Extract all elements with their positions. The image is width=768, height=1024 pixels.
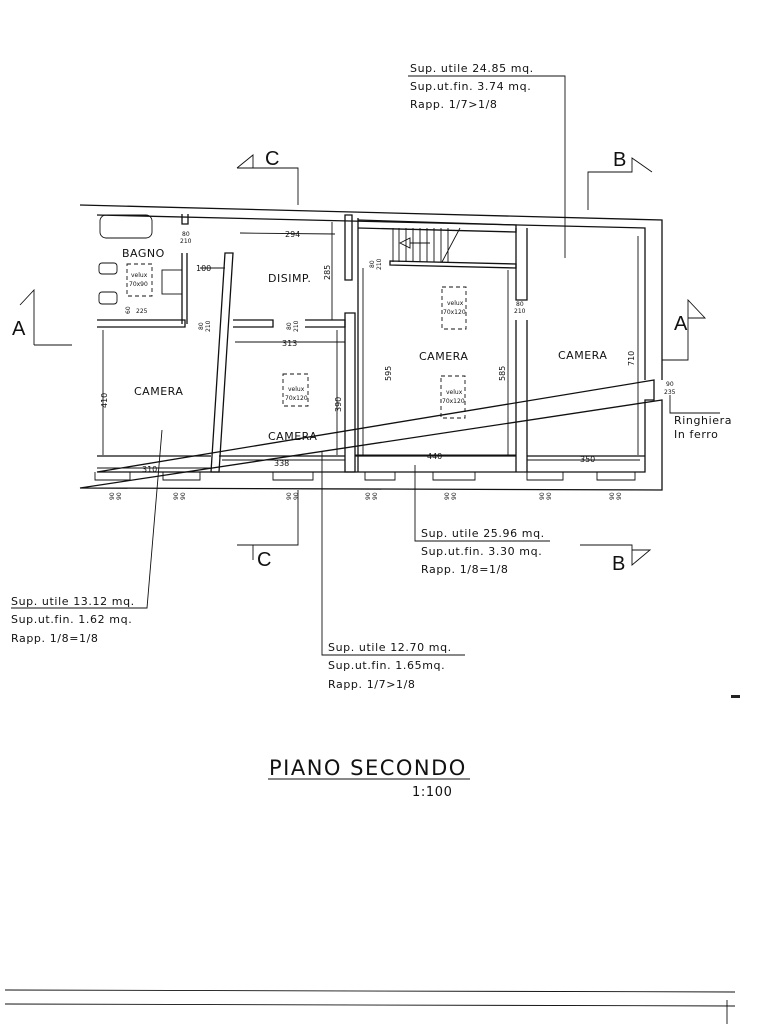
svg-text:90: 90 — [372, 492, 379, 500]
svg-text:90: 90 — [365, 492, 372, 500]
svg-text:90: 90 — [180, 492, 187, 500]
svg-text:80: 80 — [369, 260, 376, 268]
svg-text:90: 90 — [293, 492, 300, 500]
velux-label: velux — [288, 386, 305, 393]
velux-size: 70x120 — [442, 398, 465, 405]
svg-text:90: 90 — [173, 492, 180, 500]
annotation-top-right: Sup. utile 24.85 mq. Sup.ut.fin. 3.74 mq… — [410, 62, 534, 111]
svg-text:Sup.ut.fin. 1.62 mq.: Sup.ut.fin. 1.62 mq. — [11, 613, 132, 626]
room-label-camera-2: CAMERA — [268, 430, 317, 443]
section-c-top: C — [265, 148, 279, 170]
dimension-lines — [97, 222, 640, 469]
dim-60: 60 — [125, 306, 132, 314]
velux-size: 70x120 — [443, 309, 466, 316]
velux-size: 70x90 — [129, 281, 148, 288]
svg-text:210: 210 — [180, 238, 192, 245]
svg-text:Sup.ut.fin. 3.30 mq.: Sup.ut.fin. 3.30 mq. — [421, 545, 542, 558]
staircase — [392, 227, 461, 263]
room-label-camera-1: CAMERA — [134, 385, 183, 398]
svg-text:90: 90 — [451, 492, 458, 500]
room-label-disimp: DISIMP. — [268, 272, 311, 285]
velux-windows — [126, 263, 467, 419]
section-c-bottom: C — [257, 549, 271, 571]
section-markers — [19, 154, 707, 566]
svg-text:210: 210 — [514, 308, 526, 315]
outer-walls — [79, 204, 663, 491]
dim-410: 410 — [100, 393, 109, 408]
svg-text:90: 90 — [666, 381, 674, 388]
bottom-frame-lines — [4, 989, 736, 1024]
svg-text:Rapp. 1/7>1/8: Rapp. 1/7>1/8 — [328, 678, 416, 691]
sink-icon — [161, 269, 183, 295]
svg-text:90: 90 — [116, 492, 123, 500]
scan-mark — [731, 695, 740, 698]
svg-text:90: 90 — [109, 492, 116, 500]
section-a-right: A — [674, 313, 688, 335]
room-label-bagno: BAGNO — [122, 247, 165, 260]
svg-text:90: 90 — [286, 492, 293, 500]
svg-text:Sup. utile 24.85 mq.: Sup. utile 24.85 mq. — [410, 62, 534, 75]
svg-text:210: 210 — [293, 320, 300, 332]
velux-label: velux — [446, 389, 463, 396]
dim-710: 710 — [627, 351, 636, 366]
bidet-icon — [98, 262, 118, 275]
svg-text:90: 90 — [616, 492, 623, 500]
dim-585: 585 — [498, 366, 507, 381]
dim-595: 595 — [384, 366, 393, 381]
annotation-left: Sup. utile 13.12 mq. Sup.ut.fin. 1.62 mq… — [11, 595, 135, 645]
dim-225: 225 — [136, 308, 148, 315]
svg-text:Sup. utile 12.70 mq.: Sup. utile 12.70 mq. — [328, 641, 452, 654]
toilet-icon — [98, 291, 118, 305]
svg-text:80: 80 — [286, 322, 293, 330]
stair-arrow-icon — [398, 237, 430, 249]
dim-285: 285 — [323, 265, 332, 280]
dim-440: 440 — [427, 452, 442, 461]
plan-title: PIANO SECONDO — [269, 756, 467, 780]
svg-text:210: 210 — [205, 320, 212, 332]
dim-338: 338 — [274, 459, 289, 468]
velux-size: 70x120 — [285, 395, 308, 402]
interior-walls — [97, 214, 645, 473]
svg-text:Sup.ut.fin. 1.65mq.: Sup.ut.fin. 1.65mq. — [328, 659, 445, 672]
svg-text:80: 80 — [198, 322, 205, 330]
svg-text:Sup. utile 25.96 mq.: Sup. utile 25.96 mq. — [421, 527, 545, 540]
svg-text:210: 210 — [376, 258, 383, 270]
svg-text:Rapp. 1/8=1/8: Rapp. 1/8=1/8 — [11, 632, 99, 645]
annotation-center: Sup. utile 12.70 mq. Sup.ut.fin. 1.65mq.… — [328, 641, 452, 691]
svg-text:90: 90 — [609, 492, 616, 500]
room-label-camera-4: CAMERA — [558, 349, 607, 362]
svg-text:90: 90 — [539, 492, 546, 500]
velux-label: velux — [447, 300, 464, 307]
section-a-left: A — [12, 318, 26, 340]
svg-text:80: 80 — [182, 231, 190, 238]
room-label-camera-3: CAMERA — [419, 350, 468, 363]
leader-lines — [11, 75, 720, 656]
svg-text:90: 90 — [546, 492, 553, 500]
section-b-top: B — [613, 149, 626, 171]
svg-text:80: 80 — [516, 301, 524, 308]
annotation-middle-right: Sup. utile 25.96 mq. Sup.ut.fin. 3.30 mq… — [421, 527, 545, 576]
svg-text:Sup.ut.fin. 3.74 mq.: Sup.ut.fin. 3.74 mq. — [410, 80, 531, 93]
svg-text:Sup. utile 13.12 mq.: Sup. utile 13.12 mq. — [11, 595, 135, 608]
svg-text:235: 235 — [664, 389, 676, 396]
bathroom-fixtures — [98, 214, 183, 305]
velux-label: velux — [131, 272, 148, 279]
svg-text:90: 90 — [444, 492, 451, 500]
railing-label-1: Ringhiera — [674, 414, 732, 427]
svg-text:Rapp. 1/8=1/8: Rapp. 1/8=1/8 — [421, 563, 509, 576]
svg-text:Rapp. 1/7>1/8: Rapp. 1/7>1/8 — [410, 98, 498, 111]
dim-310: 310 — [142, 465, 157, 474]
dim-350: 350 — [580, 455, 595, 464]
dim-313: 313 — [282, 339, 297, 348]
railing-label-2: In ferro — [674, 428, 719, 441]
dim-100: 100 — [196, 264, 211, 273]
section-b-bottom: B — [612, 553, 625, 575]
dim-294: 294 — [285, 230, 300, 239]
windows — [94, 472, 636, 481]
bathtub-icon — [99, 214, 153, 239]
dim-390: 390 — [334, 397, 343, 412]
plan-scale: 1:100 — [412, 785, 452, 800]
